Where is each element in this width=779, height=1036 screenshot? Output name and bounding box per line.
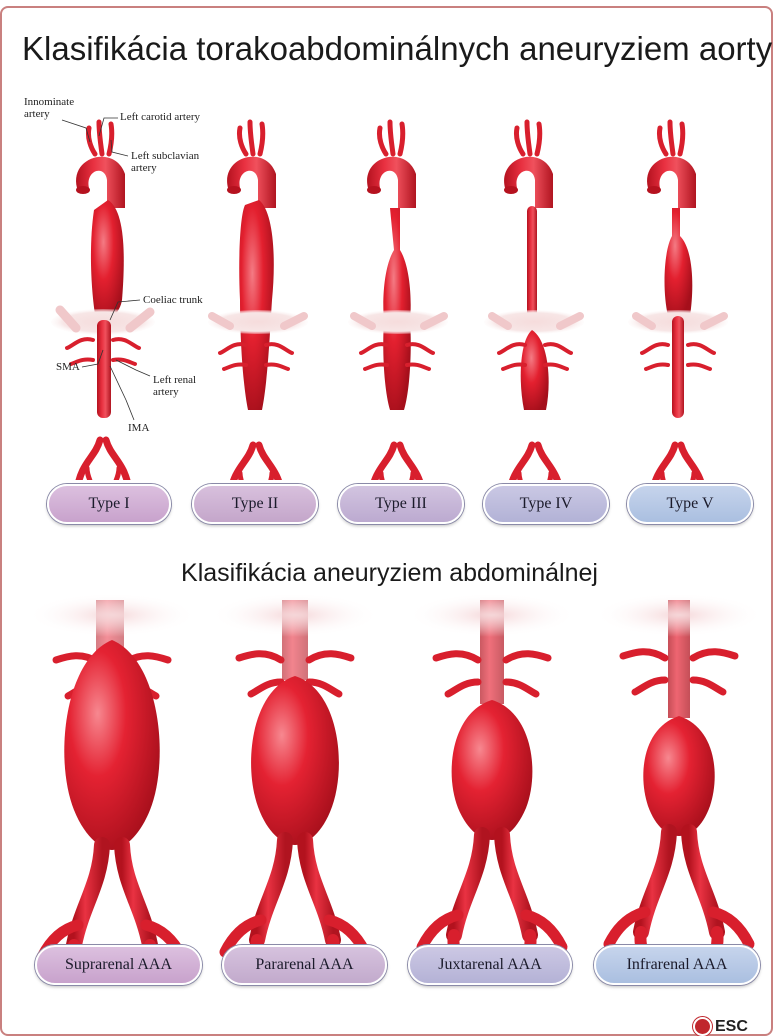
pararenal-aaa-pill: Pararenal AAA <box>222 945 387 985</box>
aaa-suprarenal <box>27 593 197 973</box>
aaa-infrarenal <box>594 593 764 960</box>
esc-logo: ESC <box>693 1017 748 1036</box>
suprarenal-aaa-pill: Suprarenal AAA <box>35 945 202 985</box>
juxtarenal-aaa-pill: Juxtarenal AAA <box>408 945 572 985</box>
aaa-juxtarenal <box>407 593 577 963</box>
infrarenal-aaa-pill: Infrarenal AAA <box>594 945 760 985</box>
esc-heart-icon <box>693 1017 712 1036</box>
aaa-pararenal <box>210 593 380 968</box>
esc-logo-text: ESC <box>715 1018 748 1036</box>
